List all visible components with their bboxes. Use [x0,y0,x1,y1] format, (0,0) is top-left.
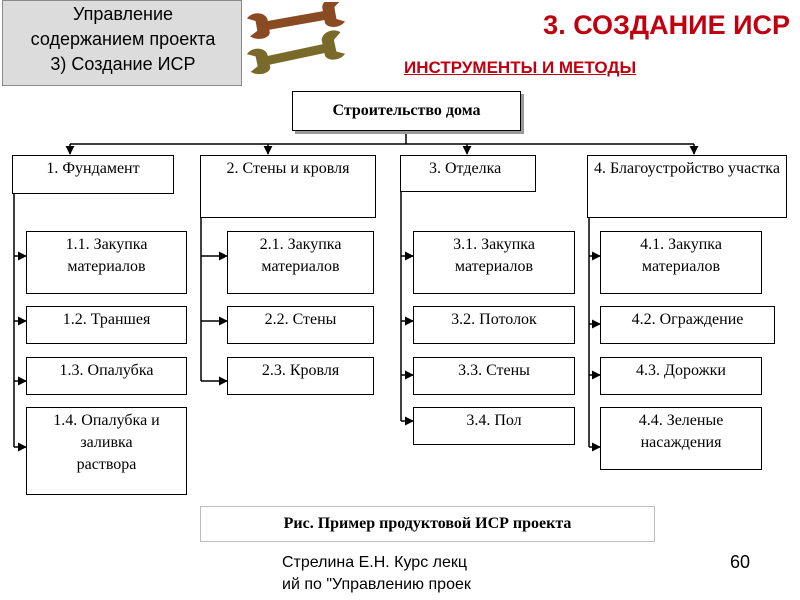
wbs-task-4-3: 4.3. Дорожки [600,357,762,395]
wbs-task-1-3: 1.3. Опалубка [26,357,187,395]
wbs-branch-label: 3. Отделка [429,160,502,177]
wbs-branch-label: 1. Фундамент [46,160,140,177]
wrenches-icon [244,2,348,78]
wbs-task-2-2: 2.2. Стены [227,306,374,344]
wbs-task-label: 1.3. Опалубка [59,362,154,379]
topic-note-text: Управление содержанием проекта 3) Создан… [6,2,240,77]
note-line: содержанием проекта [30,29,216,49]
wbs-task-label: 3.1. Закупка материалов [453,236,535,275]
footer-line: Стрелина Е.Н. Курс лекц [282,554,468,571]
wbs-task-3-1: 3.1. Закупка материалов [413,231,575,294]
note-line: 3) Создание ИСР [50,54,196,74]
wbs-task-label: 3.4. Пол [466,412,522,429]
slide-title: 3. СОЗДАНИЕ ИСР [543,10,790,40]
figure-caption: Рис. Пример продуктовой ИСР проекта [200,506,655,542]
wbs-task-2-3: 2.3. Кровля [227,357,374,395]
wbs-branch-2: 2. Стены и кровля [200,155,376,218]
wbs-task-4-1: 4.1. Закупка материалов [600,231,762,294]
wbs-task-1-2: 1.2. Траншея [26,306,187,344]
wbs-task-label: 2.1. Закупка материалов [259,236,342,275]
wbs-task-label: 4.2. Ограждение [631,311,744,328]
wbs-task-label: 2.2. Стены [264,311,337,328]
wbs-branch-3: 3. Отделка [400,155,536,192]
wbs-root-label: Строительство дома [332,102,481,119]
wbs-task-1-4: 1.4. Опалубка и заливка раствора [26,407,187,495]
wbs-task-label: 2.3. Кровля [261,362,340,379]
note-line: Управление [72,4,174,24]
wbs-branch-1: 1. Фундамент [12,155,174,194]
wbs-task-label: 4.1. Закупка материалов [640,236,722,275]
footer-credit: Стрелина Е.Н. Курс лекц ий по "Управлени… [282,552,527,596]
wbs-task-label: 3.2. Потолок [451,311,537,328]
footer-line: ий по "Управлению проек [282,576,471,593]
figure-caption-text: Рис. Пример продуктовой ИСР проекта [283,515,572,532]
wbs-task-label: 1.1. Закупка материалов [65,236,148,275]
wbs-root-node: Строительство дома [292,91,521,131]
wbs-task-3-2: 3.2. Потолок [413,306,575,344]
wbs-task-4-4: 4.4. Зеленые насаждения [600,407,762,470]
page-number: 60 [730,552,751,572]
wbs-task-label: 1.2. Траншея [62,311,151,328]
wbs-task-1-1: 1.1. Закупка материалов [26,231,187,294]
wbs-branch-4: 4. Благоустройство участка [587,155,787,218]
wbs-task-label: 4.4. Зеленые насаждения [638,412,724,451]
topic-note-box [2,0,242,86]
slide-subtitle: ИНСТРУМЕНТЫ И МЕТОДЫ [404,58,637,77]
wbs-branch-label: 4. Благоустройство участка [594,160,780,177]
wbs-task-3-4: 3.4. Пол [413,407,575,445]
wbs-task-label: 4.3. Дорожки [636,362,726,379]
wbs-task-label: 3.3. Стены [458,362,530,379]
wbs-task-3-3: 3.3. Стены [413,357,575,395]
wbs-branch-label: 2. Стены и кровля [226,160,350,177]
wbs-task-2-1: 2.1. Закупка материалов [227,231,374,294]
wbs-task-label: 1.4. Опалубка и заливка раствора [53,412,160,473]
wbs-task-4-2: 4.2. Ограждение [600,306,775,344]
